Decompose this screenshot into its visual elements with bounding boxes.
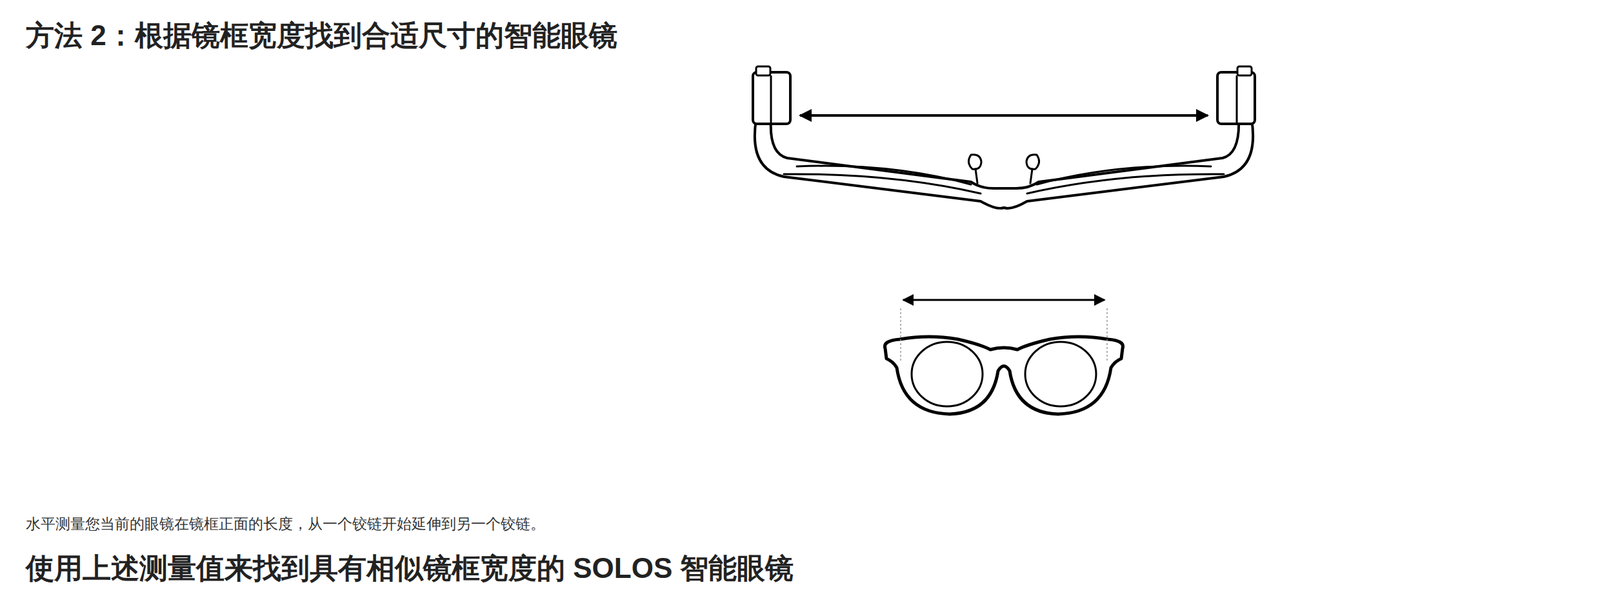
section-heading: 使用上述测量值来找到具有相似镜框宽度的 SOLOS 智能眼镜 xyxy=(25,549,794,588)
guide-line xyxy=(1106,308,1108,362)
width-arrow xyxy=(903,299,1105,302)
guide-line xyxy=(900,308,902,362)
width-arrow xyxy=(800,114,1208,117)
glasses-front-view xyxy=(884,336,1123,415)
page-title: 方法 2：根据镜框宽度找到合适尺寸的智能眼镜 xyxy=(25,16,618,55)
instruction-note: 水平测量您当前的眼镜在镜框正面的长度，从一个铰链开始延伸到另一个铰链。 xyxy=(25,514,546,535)
smart-glasses-top-view xyxy=(752,66,1255,209)
